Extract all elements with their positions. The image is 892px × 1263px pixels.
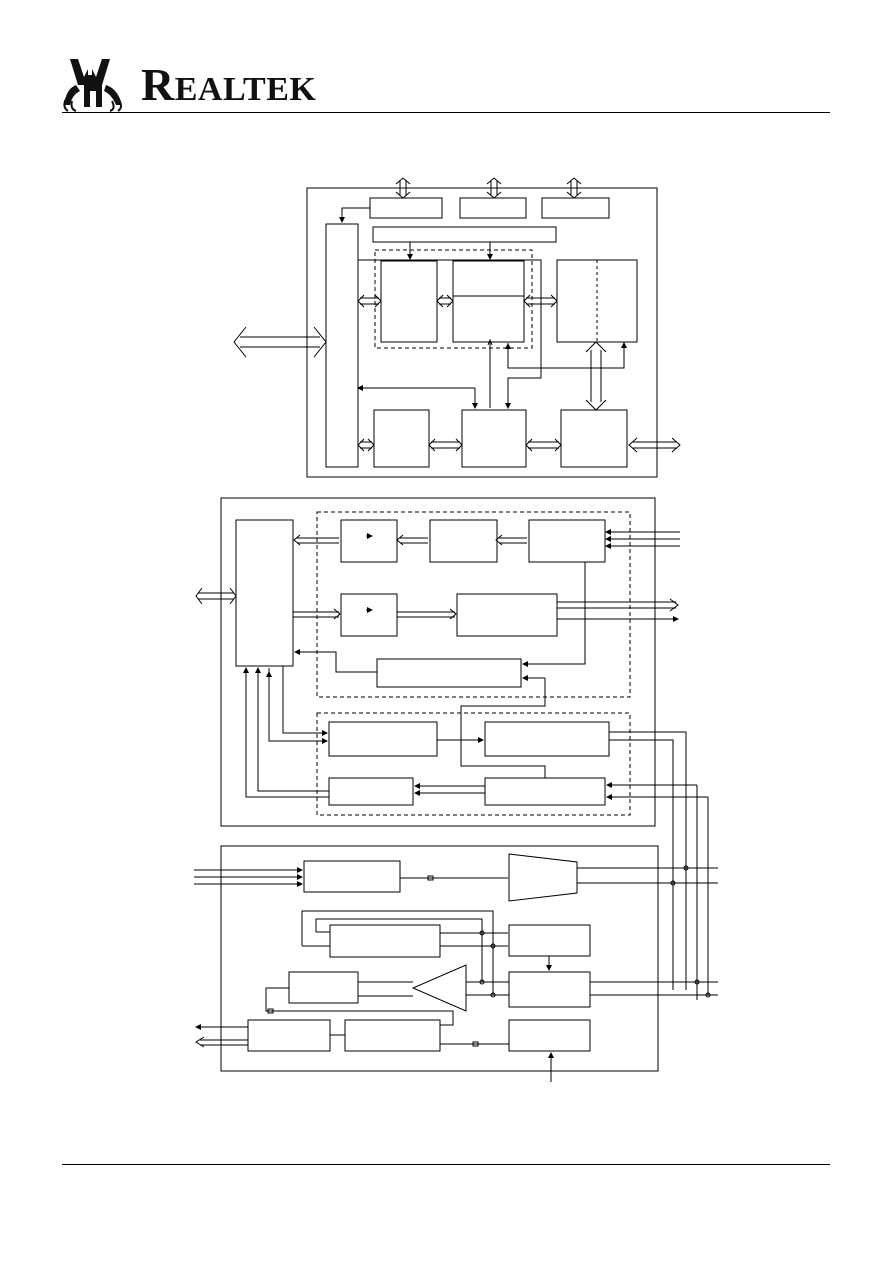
s3-box-r3 [508,1019,591,1052]
s1-box-a [380,260,438,343]
s3-box-r2 [508,971,591,1008]
s1-top-box-2 [459,197,527,219]
s3-box-loop [329,924,441,958]
section-1-frame [306,187,658,478]
s1-wide-box [372,226,557,243]
brand-first-letter: R [141,59,175,110]
s1-bottom-box-1 [373,409,430,468]
s1-bus-box [325,223,359,468]
s1-dashed-group [374,249,533,349]
s2-box-b1 [328,721,438,757]
s2-box-t2 [456,593,558,637]
s2-box-r1 [340,519,398,563]
s3-mux [508,853,578,902]
brand-name: REALTEK [141,62,316,113]
s3-amplifier [411,964,467,1012]
s3-box-r1 [508,924,591,957]
footer-rule [62,1164,830,1165]
s1-top-box-1 [369,197,443,219]
s1-small-double-arrows [357,294,558,308]
section-2-frame [220,497,656,827]
s2-box-r2 [429,519,498,563]
brand-rest: EALTEK [174,71,317,108]
realtek-crab-logo-icon [63,59,122,112]
s1-bottom-box-2 [461,409,527,468]
s2-box-t1 [340,593,398,637]
s1-left-bus-arrow [240,336,320,348]
section-3-frame [220,845,659,1072]
s1-top-bus-arrows [395,177,582,199]
s2-dashed-bottom [316,712,631,816]
s2-dashed-top [316,511,631,698]
s2-box-b3 [328,777,414,806]
header-logo [62,55,337,113]
s2-box-b4 [484,777,606,806]
s3-box-out2 [344,1019,441,1052]
header-rule [62,112,830,113]
s2-box-mid [376,658,522,688]
s1-box-b [452,260,525,343]
s2-left-bus-arrow [198,592,234,600]
s2-left-box [235,519,294,667]
s1-bottom-box-3 [560,409,628,468]
s2-box-r3 [528,519,606,563]
s1-bottom-double-arrows [357,437,681,453]
s3-box-l [288,971,359,1004]
s3-box-in [303,860,401,893]
s2-box-b2 [484,721,610,757]
s1-top-box-3 [541,197,610,219]
s3-box-out1 [247,1019,331,1052]
